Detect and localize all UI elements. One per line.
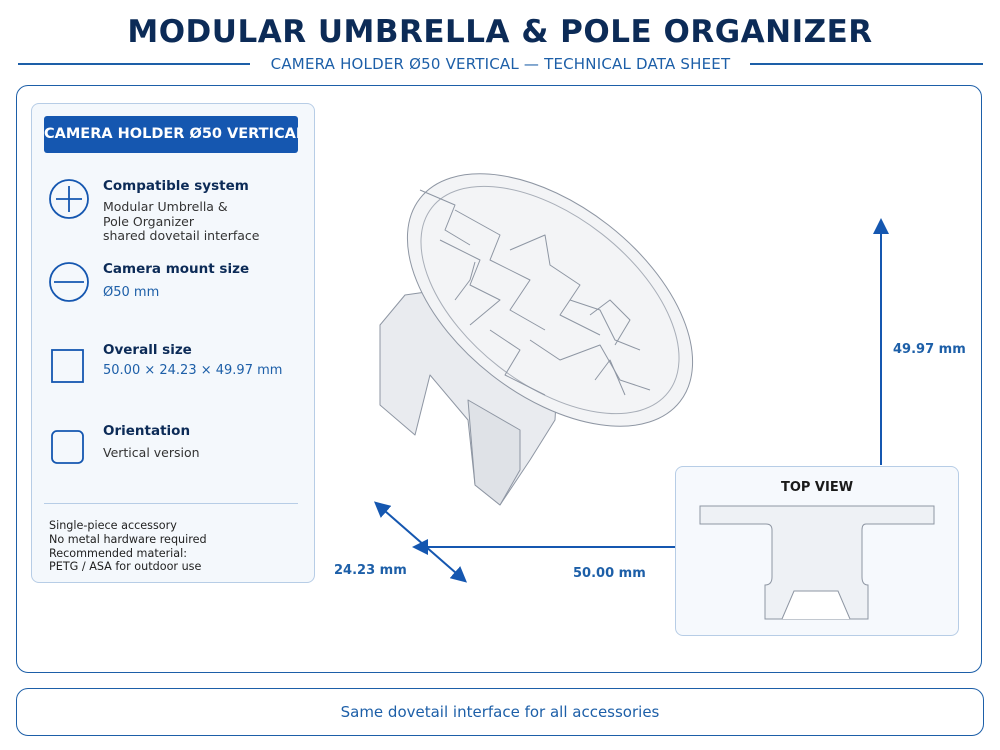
panel-notes: Single-piece accessory No metal hardware… xyxy=(49,519,207,574)
plus-circle-icon xyxy=(49,179,89,219)
subtitle-rule-left xyxy=(18,63,250,65)
page-subtitle: CAMERA HOLDER Ø50 VERTICAL — TECHNICAL D… xyxy=(270,55,731,73)
feature-value: Modular Umbrella & Pole Organizer shared… xyxy=(103,199,260,243)
page-title: MODULAR UMBRELLA & POLE ORGANIZER xyxy=(127,14,873,50)
top-view-title: TOP VIEW xyxy=(780,480,854,495)
feature-value: Vertical version xyxy=(103,445,200,460)
main-frame xyxy=(16,85,982,673)
top-view-profile xyxy=(699,505,935,620)
depth-dimension-label: 24.23 mm xyxy=(334,563,407,578)
info-panel: CAMERA HOLDER Ø50 VERTICAL Compatible sy… xyxy=(31,103,315,583)
depth-dimension-arrow xyxy=(373,501,468,583)
footer-banner: Same dovetail interface for all accessor… xyxy=(16,688,984,736)
camera-holder-model xyxy=(379,173,694,506)
rounded-square-icon xyxy=(51,430,84,464)
feature-title: Orientation xyxy=(103,423,191,439)
feature-value: 50.00 × 24.23 × 49.97 mm xyxy=(103,363,283,378)
square-icon xyxy=(51,349,84,383)
subtitle-rule-right xyxy=(750,63,983,65)
minus-circle-icon xyxy=(49,262,89,302)
feature-title: Camera mount size xyxy=(103,261,250,277)
panel-divider xyxy=(44,503,298,504)
subtitle-row: CAMERA HOLDER Ø50 VERTICAL — TECHNICAL D… xyxy=(18,55,983,77)
feature-title: Compatible system xyxy=(103,178,249,194)
height-dimension-label: 49.97 mm xyxy=(893,342,966,357)
feature-title: Overall size xyxy=(103,342,192,358)
width-dimension-label: 50.00 mm xyxy=(573,566,646,581)
feature-value: Ø50 mm xyxy=(103,285,160,300)
top-view-panel: TOP VIEW xyxy=(675,466,959,636)
product-badge: CAMERA HOLDER Ø50 VERTICAL xyxy=(44,116,298,153)
